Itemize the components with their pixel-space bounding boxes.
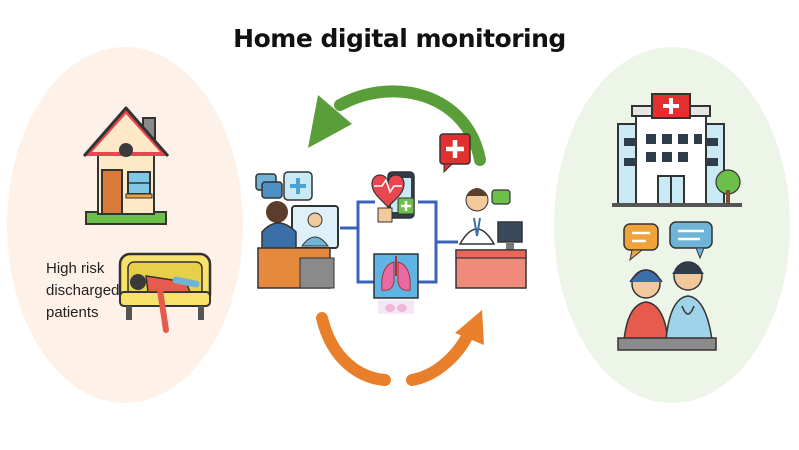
patient-bed-icon (118, 252, 212, 333)
patient-group-label: High risk discharged patients (46, 258, 146, 324)
doctor-desk-icon (455, 188, 527, 289)
medical-cross-icon (439, 133, 471, 174)
connector-lines (340, 200, 458, 284)
consultation-icon (617, 221, 717, 351)
patient-label-line-3: patients (46, 304, 99, 321)
lung-scan-icon (373, 253, 419, 314)
health-app-phone-icon (371, 171, 415, 223)
patient-label-line-2: discharged (46, 282, 120, 299)
telemedicine-icon (255, 171, 339, 289)
top-cycle-arrow (308, 85, 486, 166)
house-icon (82, 106, 170, 225)
bottom-cycle-arrows (316, 310, 484, 386)
page-title: Home digital monitoring (233, 24, 566, 53)
patient-label-line-1: High risk (46, 260, 105, 277)
hospital-icon (612, 93, 742, 207)
